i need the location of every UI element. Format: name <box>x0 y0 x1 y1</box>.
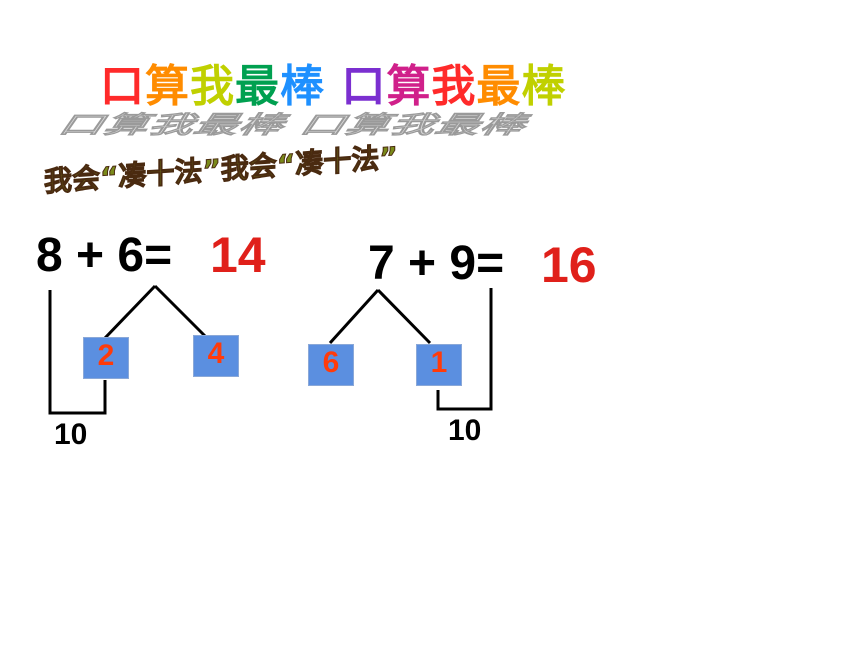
title-wordart: 口算我最棒 口算我最棒 口算我最棒 口算我最棒 <box>52 48 565 139</box>
p2-branch-left <box>328 288 380 345</box>
title-char: 我 <box>431 61 477 112</box>
p1-bracket <box>48 290 107 415</box>
title-char: 我 <box>190 61 235 112</box>
p2-equation: 7 + 9= <box>368 237 505 290</box>
title-char: 棒 <box>280 61 325 112</box>
p2-bracket <box>436 288 493 411</box>
title-char: 算 <box>145 61 190 112</box>
title-char: 最 <box>476 61 522 112</box>
title-char: 口 <box>341 61 387 112</box>
title-text: 口算我最棒 口算我最棒 <box>100 50 566 114</box>
p1-answer: 14 <box>210 227 266 283</box>
p1-branch-left <box>103 284 157 340</box>
p2-ten-label: 10 <box>448 414 482 447</box>
title-char: 口 <box>100 61 145 112</box>
p2-split-right-box: 1 <box>416 344 462 386</box>
p2-split-left-box: 6 <box>308 344 354 386</box>
title-char: 棒 <box>521 61 567 112</box>
p2-branch-right <box>376 288 432 345</box>
p1-split-left-box: 2 <box>83 337 129 379</box>
p1-ten-label: 10 <box>54 418 88 451</box>
title-char: 最 <box>235 61 280 112</box>
p1-split-right-box: 4 <box>193 335 239 377</box>
title-char: 算 <box>386 61 432 112</box>
p2-answer: 16 <box>541 237 597 293</box>
p1-branch-right <box>153 284 207 338</box>
p1-equation: 8 + 6= <box>36 229 173 282</box>
